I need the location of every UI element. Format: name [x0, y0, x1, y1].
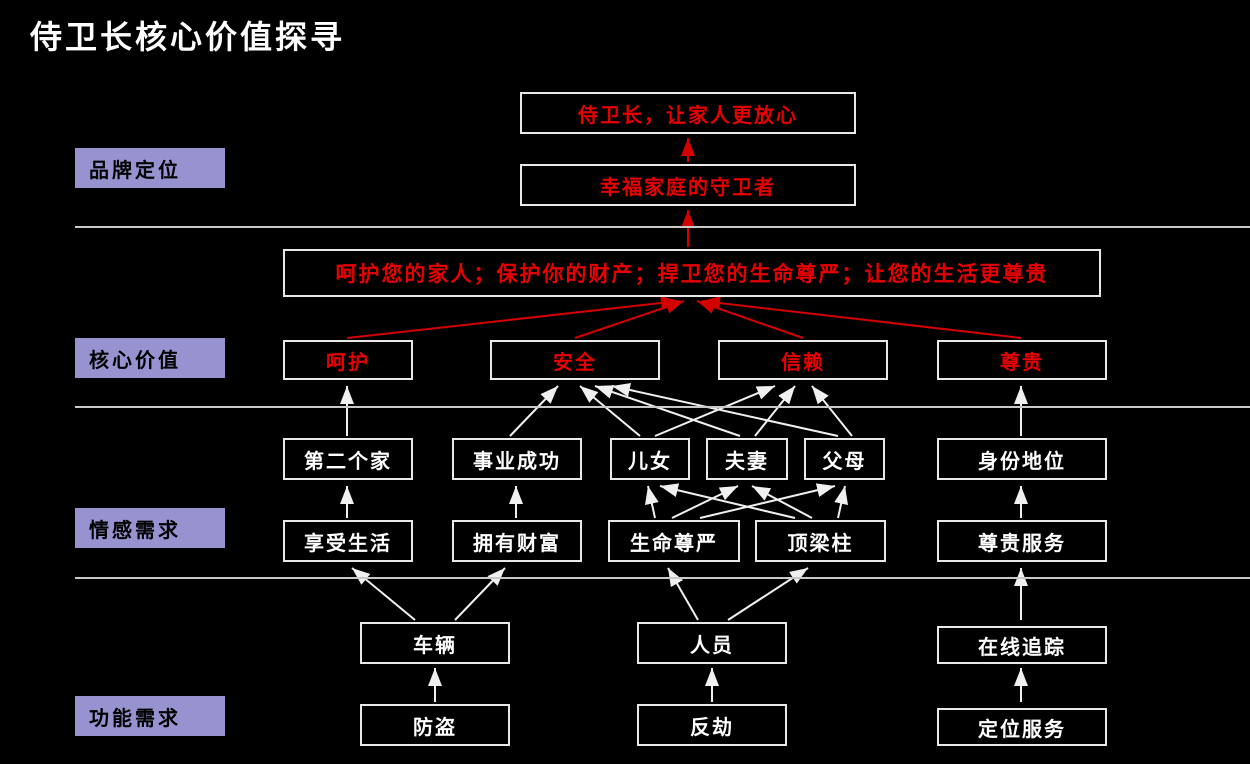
emotional-premium-service-box: 尊贵服务 [937, 520, 1107, 562]
emotional-parents-box: 父母 [804, 438, 885, 480]
core-value-prestige-box: 尊贵 [937, 340, 1107, 380]
emotional-enjoy-life-box: 享受生活 [283, 520, 413, 562]
value-statement-box: 呵护您的家人；保护你的财产；捍卫您的生命尊严；让您的生活更尊贵 [283, 249, 1101, 297]
emotional-lower-to-upper-arrows [340, 483, 1028, 519]
emotional-spouse-box: 夫妻 [706, 438, 788, 480]
divider-core-value [75, 406, 1250, 408]
functional-personnel-box: 人员 [637, 622, 787, 664]
emotional-career-success-box: 事业成功 [452, 438, 582, 480]
emotional-life-dignity-box: 生命尊严 [608, 520, 740, 562]
brand-slogan-box: 侍卫长，让家人更放心 [520, 92, 856, 134]
section-label-core-value: 核心价值 [75, 338, 225, 378]
functional-online-tracking-box: 在线追踪 [937, 626, 1107, 664]
section-label-functional-needs: 功能需求 [75, 696, 225, 736]
functional-vehicle-box: 车辆 [360, 622, 510, 664]
functional-lower-to-upper-arrows [428, 668, 1028, 702]
section-label-brand-positioning: 品牌定位 [75, 148, 225, 188]
functional-upper-to-emotional-arrows [351, 567, 1028, 621]
page-title: 侍卫长核心价值探寻 [30, 19, 346, 55]
emotional-upper-to-core-arrows [340, 383, 1028, 437]
divider-emotional [75, 577, 1250, 579]
emotional-children-box: 儿女 [610, 438, 690, 480]
section-label-emotional-needs: 情感需求 [75, 508, 225, 548]
emotional-wealth-box: 拥有财富 [452, 520, 582, 562]
core-value-trust-box: 信赖 [718, 340, 888, 380]
core-value-to-statement-arrows [346, 296, 1022, 339]
functional-location-service-box: 定位服务 [937, 708, 1107, 746]
emotional-pillar-box: 顶梁柱 [755, 520, 886, 562]
functional-anti-theft-box: 防盗 [360, 704, 510, 746]
divider-brand [75, 226, 1250, 228]
core-value-care-box: 呵护 [283, 340, 413, 380]
brand-positioning-box: 幸福家庭的守卫者 [520, 164, 856, 206]
emotional-status-box: 身份地位 [937, 438, 1107, 480]
functional-anti-robbery-box: 反劫 [637, 704, 787, 746]
core-value-safety-box: 安全 [490, 340, 660, 380]
emotional-second-home-box: 第二个家 [283, 438, 413, 480]
